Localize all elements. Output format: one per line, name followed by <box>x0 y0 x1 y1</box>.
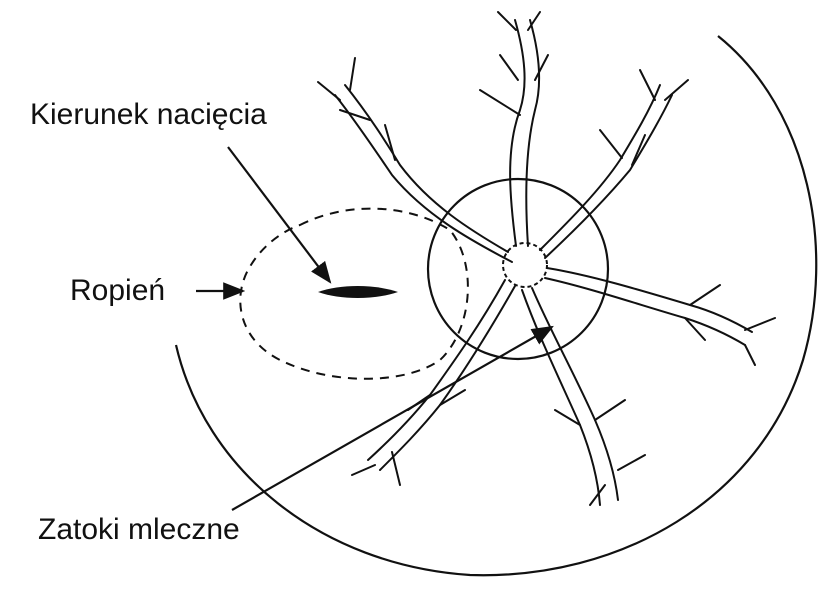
milk-ducts <box>318 12 775 505</box>
abscess-label: Ropień <box>70 276 165 306</box>
incision-label: Kierunek nacięcia <box>30 100 267 130</box>
incision-leader-arrow <box>228 147 330 282</box>
areola-circle <box>428 179 608 359</box>
sinuses-label: Zatoki mleczne <box>38 515 240 545</box>
sinuses-leader-arrow <box>232 327 552 510</box>
incision-mark <box>318 286 398 298</box>
breast-outline <box>176 36 816 575</box>
